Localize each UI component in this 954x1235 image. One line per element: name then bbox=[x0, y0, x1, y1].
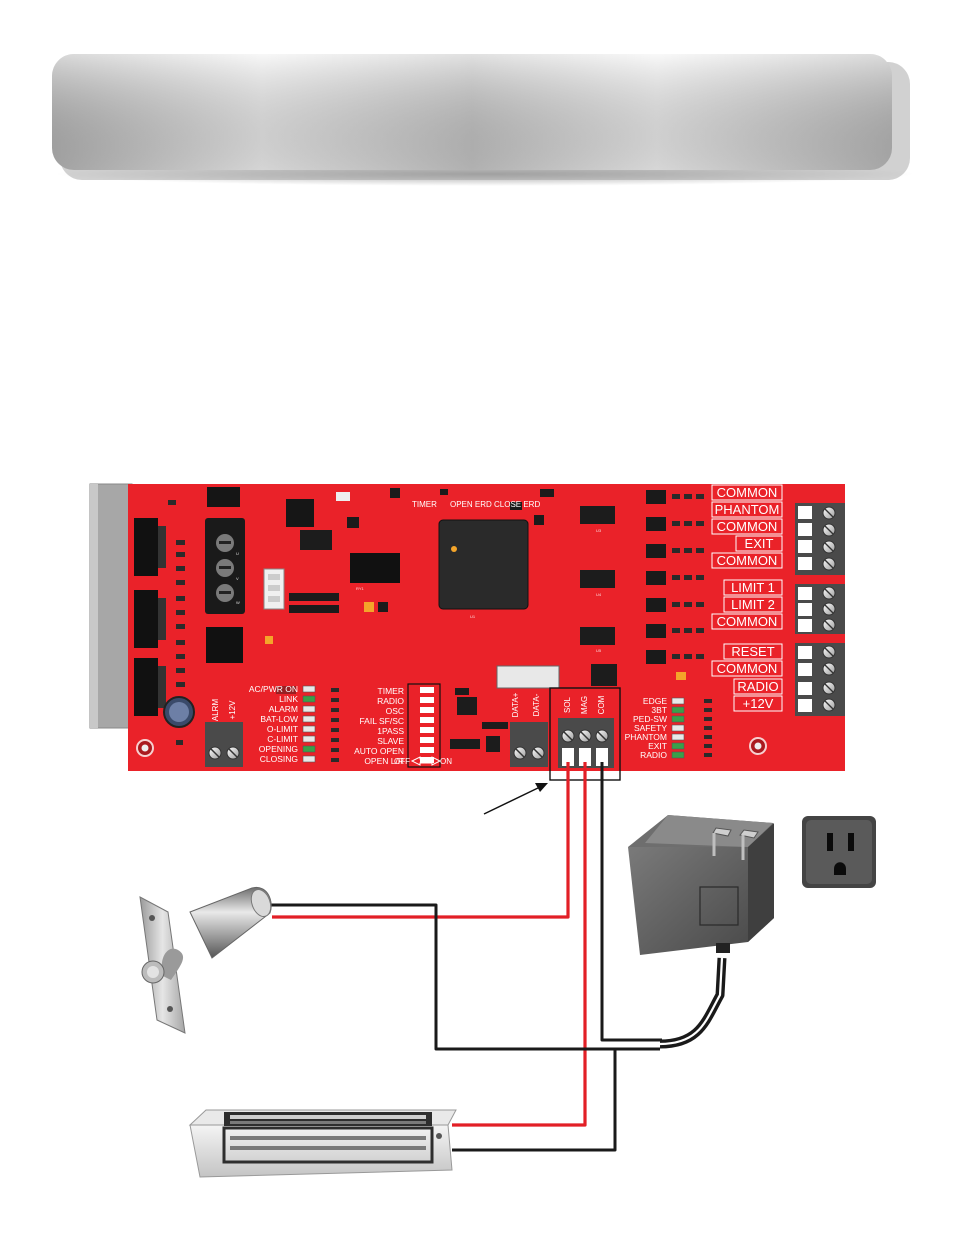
terminal-label: COMMON bbox=[717, 614, 778, 629]
input-label: EXIT bbox=[648, 741, 667, 751]
left-status-group: AC/PWR ON LINK ALARM BAT-LOW O-LIMIT C-L… bbox=[249, 684, 339, 764]
dip-label: SLAVE bbox=[377, 736, 404, 746]
ic-left-lower bbox=[206, 627, 243, 663]
ic-chip-2 bbox=[350, 553, 400, 583]
status-leds-left bbox=[302, 685, 316, 763]
ic-square-top bbox=[286, 499, 314, 527]
status-label: O-LIMIT bbox=[267, 724, 298, 734]
header-banner bbox=[52, 54, 915, 186]
svg-text:RY1: RY1 bbox=[356, 586, 364, 591]
dip-label: AUTO OPEN bbox=[354, 746, 404, 756]
input-label: PED-SW bbox=[633, 714, 667, 724]
label-timer: TIMER bbox=[412, 500, 437, 509]
right-terminal-labels: COMMON PHANTOM COMMON EXIT COMMON LIMIT … bbox=[711, 484, 783, 712]
dip-switch[interactable] bbox=[407, 683, 441, 768]
terminal-block-icon[interactable] bbox=[795, 503, 845, 716]
wire-bolt-black bbox=[270, 903, 660, 1051]
wire-maglock-black bbox=[452, 1049, 617, 1152]
terminal-data[interactable]: DATA+ DATA- bbox=[510, 692, 548, 767]
dip-caption-on: ON bbox=[440, 757, 452, 766]
terminal-label-alrm: ALRM bbox=[211, 699, 220, 722]
terminal-label: RESET bbox=[731, 644, 774, 659]
ic-chip-1 bbox=[300, 530, 332, 550]
svg-text:U: U bbox=[236, 551, 239, 556]
callout-arrow-icon bbox=[483, 783, 548, 815]
terminal-label-mag: MAG bbox=[580, 696, 589, 714]
adapter-cable bbox=[659, 957, 727, 1049]
status-label: OPENING bbox=[259, 744, 298, 754]
terminal-label-sol: SOL bbox=[563, 696, 572, 713]
mcu-chip bbox=[438, 519, 529, 610]
svg-text:U1: U1 bbox=[470, 614, 476, 619]
status-label: CLOSING bbox=[260, 754, 298, 764]
terminal-label-com: COM bbox=[597, 695, 606, 714]
solenoid-bolt-icon bbox=[139, 886, 272, 1034]
input-label: 3BT bbox=[651, 705, 667, 715]
dip-label: FAIL SF/SC bbox=[359, 716, 404, 726]
terminal-label-data-plus: DATA+ bbox=[511, 692, 520, 717]
label-open-erd: OPEN ERD bbox=[450, 500, 492, 509]
outlet-icon bbox=[802, 816, 876, 888]
terminal-label: RADIO bbox=[737, 679, 778, 694]
pcb-board: U V W U1 RY1 U3 U4 U5 TIMER OPEN ERD CLO… bbox=[89, 483, 845, 781]
status-label: LINK bbox=[279, 694, 298, 704]
svg-text:U4: U4 bbox=[596, 592, 602, 597]
terminal-lock[interactable]: SOL MAG COM bbox=[549, 687, 621, 781]
terminal-label: COMMON bbox=[717, 519, 778, 534]
terminal-alrm-12v[interactable]: ALRM +12V bbox=[205, 699, 243, 767]
power-adapter-icon bbox=[628, 815, 774, 955]
terminal-label: +12V bbox=[743, 696, 774, 711]
edge-connectors bbox=[134, 518, 166, 716]
terminal-label: LIMIT 1 bbox=[731, 580, 775, 595]
input-label: EDGE bbox=[643, 696, 667, 706]
input-label: SAFETY bbox=[634, 723, 667, 733]
input-label: PHANTOM bbox=[625, 732, 667, 742]
dip-label: RADIO bbox=[377, 696, 404, 706]
small-components-left bbox=[168, 500, 185, 745]
ic-top-left bbox=[207, 487, 240, 507]
terminal-label: COMMON bbox=[717, 553, 778, 568]
status-leds-right bbox=[671, 697, 685, 759]
terminal-label: COMMON bbox=[717, 661, 778, 676]
dip-switch-group: TIMER RADIO OSC FAIL SF/SC 1PASS SLAVE A… bbox=[354, 683, 452, 768]
wires bbox=[270, 762, 727, 1152]
dip-switch-toggles[interactable] bbox=[420, 687, 434, 763]
status-label: BAT-LOW bbox=[260, 714, 298, 724]
terminal-label: COMMON bbox=[717, 485, 778, 500]
svg-text:W: W bbox=[236, 600, 240, 605]
resistor-column bbox=[672, 494, 704, 659]
status-label: AC/PWR ON bbox=[249, 684, 298, 694]
wire-sol-red bbox=[272, 762, 570, 919]
dip-label: OSC bbox=[386, 706, 404, 716]
svg-text:U5: U5 bbox=[596, 648, 602, 653]
terminal-label: PHANTOM bbox=[715, 502, 780, 517]
dip-caption-off: OFF bbox=[394, 757, 410, 766]
relay-column bbox=[646, 490, 666, 664]
wire-mag-red bbox=[452, 762, 587, 1127]
wire-com-black bbox=[600, 762, 662, 1042]
svg-text:V: V bbox=[236, 576, 239, 581]
right-status-group: EDGE 3BT PED-SW SAFETY PHANTOM EXIT RADI… bbox=[625, 696, 712, 760]
dip-arrow-icon bbox=[410, 756, 442, 766]
terminal-label-data-minus: DATA- bbox=[532, 693, 541, 716]
label-close-erd: CLOSE ERD bbox=[494, 500, 540, 509]
input-label: RADIO bbox=[640, 750, 667, 760]
dip-label: OPEN L/R bbox=[364, 756, 404, 766]
maglock-icon bbox=[188, 1109, 457, 1178]
dip-label: 1PASS bbox=[377, 726, 404, 736]
terminal-label-12v: +12V bbox=[228, 700, 237, 720]
svg-text:U3: U3 bbox=[596, 528, 602, 533]
terminal-label: LIMIT 2 bbox=[731, 597, 775, 612]
status-label: ALARM bbox=[269, 704, 298, 714]
dip-label: TIMER bbox=[378, 686, 404, 696]
status-label: C-LIMIT bbox=[267, 734, 298, 744]
terminal-label: EXIT bbox=[745, 536, 774, 551]
